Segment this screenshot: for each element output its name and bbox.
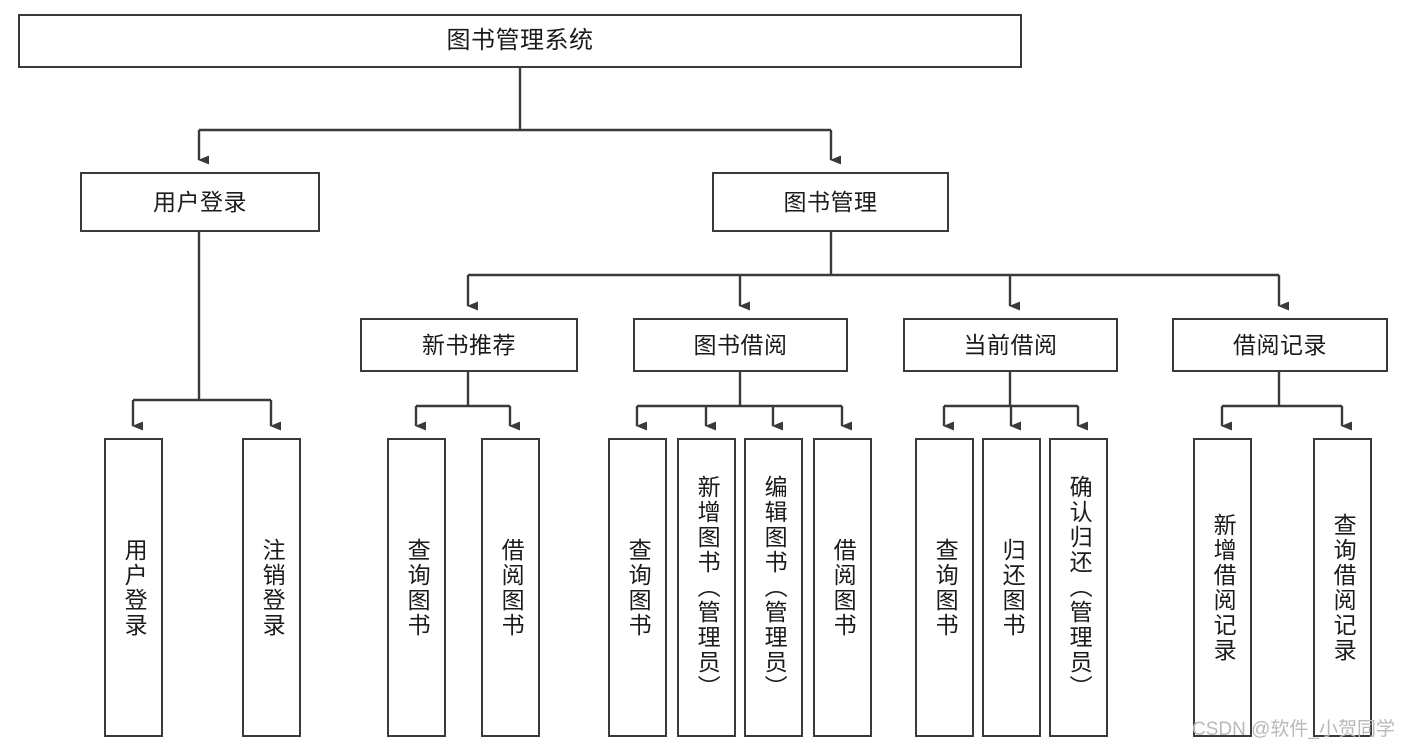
- node-label: 借阅图书: [830, 537, 857, 638]
- leaf-return-book[interactable]: 归还图书: [982, 438, 1041, 737]
- leaf-borrow-book[interactable]: 借阅图书: [813, 438, 872, 737]
- leaf-edit-book-admin[interactable]: 编辑图书（管理员）: [744, 438, 803, 737]
- leaf-query-book-borrow[interactable]: 查询图书: [608, 438, 667, 737]
- node-book-borrow[interactable]: 图书借阅: [633, 318, 848, 372]
- node-label: 用户登录: [153, 188, 247, 215]
- leaf-user-login[interactable]: 用户登录: [104, 438, 163, 737]
- leaf-query-book-current[interactable]: 查询图书: [915, 438, 974, 737]
- node-label: 图书管理: [783, 188, 878, 215]
- node-label: 查询借阅记录: [1330, 512, 1357, 663]
- node-label: 图书管理系统: [446, 27, 594, 54]
- node-label: 查询图书: [404, 537, 431, 638]
- leaf-query-borrow-record[interactable]: 查询借阅记录: [1313, 438, 1372, 737]
- node-label: 查询图书: [932, 537, 959, 638]
- node-label: 新书推荐: [422, 331, 516, 358]
- node-current-borrow[interactable]: 当前借阅: [903, 318, 1118, 372]
- leaf-user-logout[interactable]: 注销登录: [242, 438, 301, 737]
- node-new-book-recommend[interactable]: 新书推荐: [360, 318, 578, 372]
- leaf-confirm-return-admin[interactable]: 确认归还（管理员）: [1049, 438, 1108, 737]
- node-label: 归还图书: [999, 537, 1026, 638]
- node-label: 确认归还（管理员）: [1066, 475, 1093, 700]
- node-label: 当前借阅: [963, 331, 1058, 358]
- leaf-borrow-book-recommend[interactable]: 借阅图书: [481, 438, 540, 737]
- node-label: 新增图书（管理员）: [694, 475, 721, 700]
- node-label: 用户登录: [121, 537, 148, 638]
- node-label: 编辑图书（管理员）: [761, 475, 788, 700]
- node-root-system[interactable]: 图书管理系统: [18, 14, 1022, 68]
- node-label: 注销登录: [259, 537, 286, 638]
- node-label: 借阅记录: [1233, 331, 1327, 358]
- leaf-query-book-recommend[interactable]: 查询图书: [387, 438, 446, 737]
- node-label: 借阅图书: [498, 537, 525, 638]
- leaf-add-book-admin[interactable]: 新增图书（管理员）: [677, 438, 736, 737]
- csdn-watermark: CSDN @软件_小贺同学: [1192, 719, 1395, 740]
- node-label: 新增借阅记录: [1210, 512, 1237, 663]
- node-book-management[interactable]: 图书管理: [712, 172, 949, 232]
- node-label: 查询图书: [625, 537, 652, 638]
- leaf-add-borrow-record[interactable]: 新增借阅记录: [1193, 438, 1252, 737]
- node-borrow-record[interactable]: 借阅记录: [1172, 318, 1388, 372]
- node-label: 图书借阅: [693, 331, 788, 358]
- node-user-login[interactable]: 用户登录: [80, 172, 320, 232]
